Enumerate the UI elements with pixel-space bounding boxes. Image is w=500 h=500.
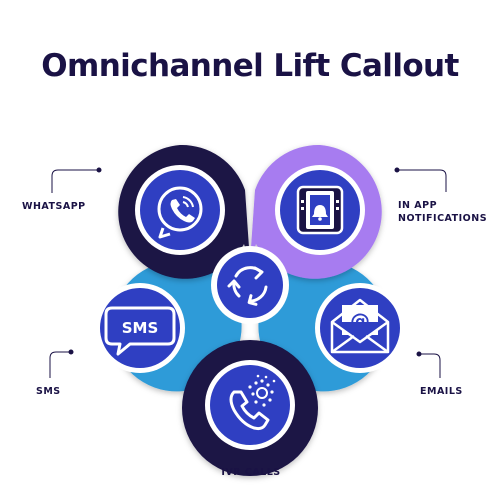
leader-emails bbox=[420, 353, 441, 378]
leader-inapp bbox=[398, 169, 447, 192]
sms-bubble-icon: SMS bbox=[104, 306, 176, 356]
email-envelope-icon: @ bbox=[330, 298, 390, 354]
ivr-phone-icon bbox=[229, 374, 276, 431]
label-emails: EMAILS bbox=[420, 386, 463, 397]
label-whatsapp: WHATSAPP bbox=[22, 201, 86, 212]
label-sms: SMS bbox=[36, 386, 61, 397]
leader-dot-sms bbox=[68, 349, 74, 355]
leader-whatsapp bbox=[51, 169, 98, 193]
cycle-arrows-icon bbox=[227, 266, 268, 306]
leader-dot-whatsapp bbox=[96, 167, 102, 173]
label-ivr-calls: IVR CALLS bbox=[221, 467, 281, 478]
sms-badge-text: SMS bbox=[122, 319, 159, 337]
label-in-app-notifications: IN APP NOTIFICATIONS bbox=[398, 199, 487, 225]
leader-lines bbox=[49, 167, 447, 378]
center-hub bbox=[211, 246, 289, 324]
leader-dot-inapp bbox=[394, 167, 400, 173]
whatsapp-phone-icon bbox=[157, 186, 203, 239]
label-in-app-line1: IN APP bbox=[398, 200, 438, 211]
circle-whatsapp bbox=[135, 165, 225, 255]
leader-dot-emails bbox=[416, 351, 422, 357]
page-title: Omnichannel Lift Callout bbox=[41, 48, 459, 84]
mobile-notification-icon bbox=[296, 185, 344, 235]
circle-ivr bbox=[205, 360, 295, 450]
leader-sms bbox=[49, 351, 70, 378]
label-in-app-line2: NOTIFICATIONS bbox=[398, 213, 488, 224]
